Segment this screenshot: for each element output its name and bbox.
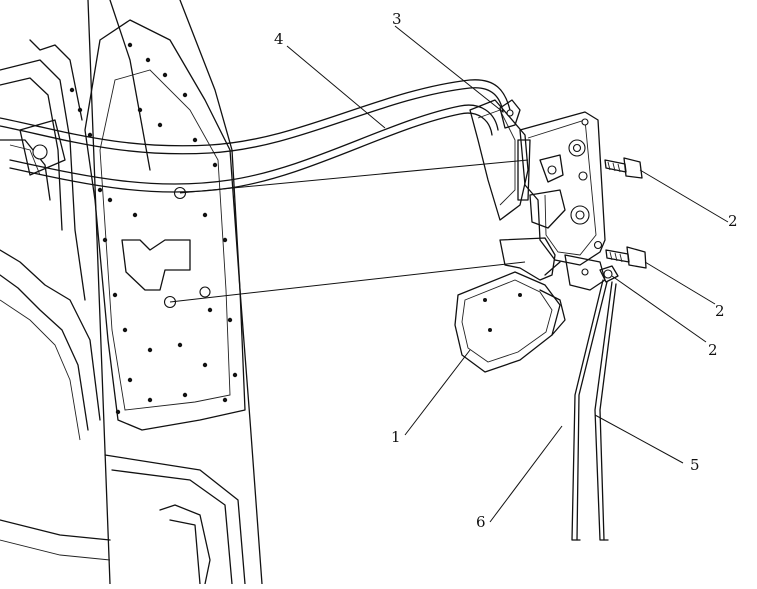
pillar-holes xyxy=(69,42,238,415)
leader-5 xyxy=(594,414,684,464)
leader-2a xyxy=(639,169,729,223)
latch-assembly xyxy=(469,99,606,291)
part-labels: 3 4 2 2 2 1 5 6 xyxy=(274,10,738,531)
bolts xyxy=(599,157,647,283)
leader-lines xyxy=(169,25,729,523)
label-part-5: 5 xyxy=(690,456,700,474)
leader-6 xyxy=(489,425,563,523)
leader-1 xyxy=(404,349,471,436)
cable-4 xyxy=(9,104,499,185)
actuator-housing xyxy=(454,271,566,373)
bolt-middle xyxy=(605,246,647,269)
leader-mount-lower xyxy=(169,261,526,303)
leader-4 xyxy=(286,45,386,129)
label-part-2a: 2 xyxy=(728,212,738,230)
leader-mount-upper xyxy=(179,159,529,194)
leader-2b xyxy=(644,261,716,305)
cable-3 xyxy=(0,79,511,147)
label-part-6: 6 xyxy=(476,513,486,531)
label-part-2b: 2 xyxy=(715,302,725,320)
cables xyxy=(0,79,511,193)
door-pillar-structure xyxy=(0,0,263,585)
bolt-upper xyxy=(604,157,643,179)
rods xyxy=(571,279,617,541)
bolt-lower xyxy=(599,265,619,283)
leader-3 xyxy=(394,25,504,113)
rod-6 xyxy=(571,279,604,541)
label-part-1: 1 xyxy=(391,428,401,446)
label-part-2c: 2 xyxy=(708,341,718,359)
label-part-3: 3 xyxy=(392,10,402,28)
leader-2c xyxy=(611,275,707,343)
label-part-4: 4 xyxy=(274,30,284,48)
